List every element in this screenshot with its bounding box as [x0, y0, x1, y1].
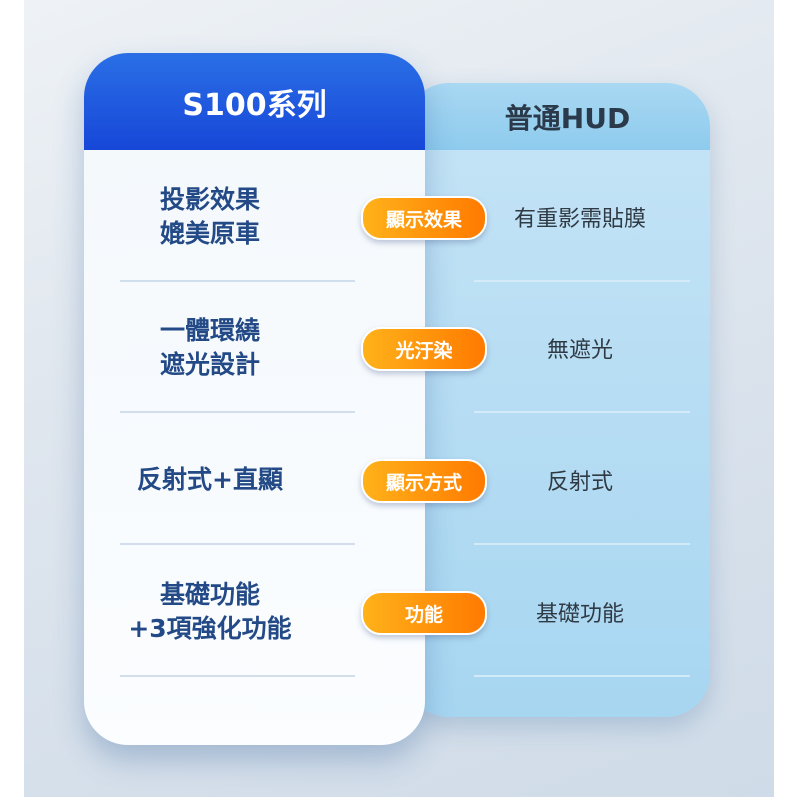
- badge-function: 功能: [361, 591, 487, 635]
- s100-row-function: 基礎功能 +3項強化功能: [60, 578, 360, 646]
- divider: [474, 675, 690, 677]
- divider: [120, 543, 355, 545]
- hud-row-function: 基礎功能: [535, 602, 624, 627]
- row-text: 一體環繞: [159, 316, 260, 345]
- s100-header: S100系列: [84, 53, 425, 150]
- standard-hud-header: 普通HUD: [405, 83, 710, 150]
- divider: [120, 280, 355, 282]
- row-text: +3項強化功能: [128, 614, 292, 643]
- s100-row-method: 反射式+直顯: [60, 462, 360, 498]
- divider: [120, 411, 355, 413]
- hud-row-display: 有重影需貼膜: [513, 207, 646, 232]
- row-text: 基礎功能: [159, 580, 260, 609]
- hud-row-light: 無遮光: [546, 338, 613, 363]
- badge-display-method: 顯示方式: [361, 459, 487, 503]
- s100-row-display: 投影效果媲美原車: [60, 183, 360, 251]
- row-text: 反射式+直顯: [137, 465, 283, 494]
- s100-row-light: 一體環繞遮光設計: [60, 314, 360, 382]
- row-text: 投影效果: [159, 185, 260, 214]
- badge-display-effect: 顯示效果: [361, 196, 487, 240]
- badge-light-pollution: 光汙染: [361, 327, 487, 371]
- hud-row-method: 反射式: [546, 470, 613, 495]
- s100-title: S100系列: [182, 87, 327, 123]
- standard-hud-title: 普通HUD: [504, 101, 631, 135]
- divider: [474, 280, 690, 282]
- divider: [474, 411, 690, 413]
- row-text: 遮光設計: [159, 350, 260, 379]
- divider: [120, 675, 355, 677]
- divider: [474, 543, 690, 545]
- row-text: 媲美原車: [159, 219, 260, 248]
